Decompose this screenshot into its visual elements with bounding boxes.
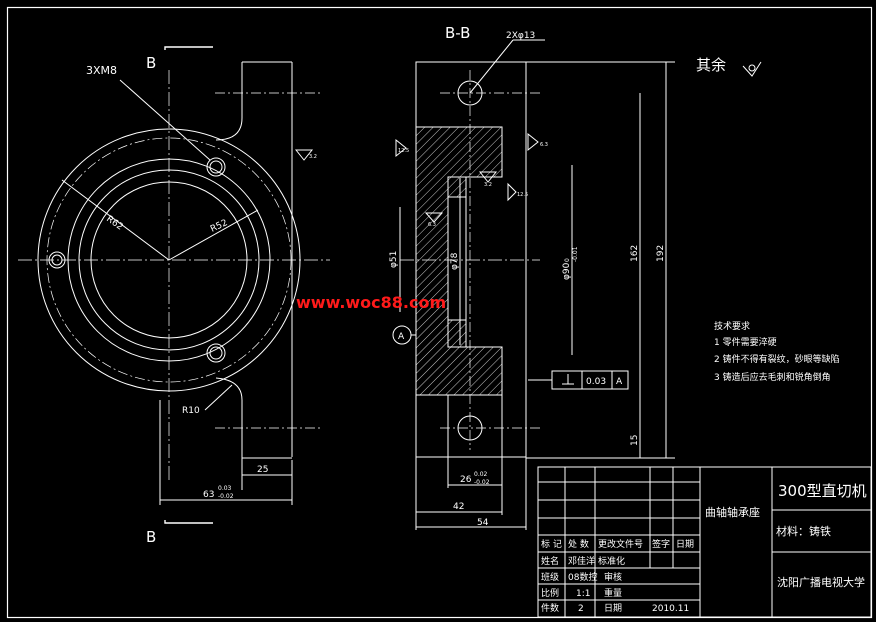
dim-51: φ51: [389, 251, 399, 268]
row-class-label: 班级: [541, 571, 559, 583]
row-qty-date: 2010.11: [652, 604, 689, 614]
dim-26-tol-lower: -0.02: [474, 479, 490, 486]
row-name-label: 姓名: [541, 555, 559, 567]
dim-90-tol-lower: -0.01: [572, 246, 579, 262]
note-2: 2 铸件不得有裂纹，砂眼等缺陷: [714, 353, 840, 365]
dim-42: 42: [453, 502, 464, 512]
header-count: 处 数: [568, 538, 589, 550]
dim-15: 15: [630, 435, 640, 446]
dim-90-tol-upper: 0: [564, 258, 571, 262]
note-1: 1 零件需要淬硬: [714, 336, 777, 348]
thread-label: 3XM8: [86, 64, 117, 77]
row-class-role: 审核: [604, 571, 622, 583]
part-name: 曲轴轴承座: [705, 505, 760, 519]
roughness-3-2: 3.2: [309, 154, 317, 160]
header-doc: 更改文件号: [598, 538, 643, 550]
roughness-6-3b: 6.3: [428, 222, 436, 228]
product-name: 300型直切机: [778, 482, 867, 500]
front-view: [18, 46, 330, 524]
header-sign: 签字: [652, 538, 670, 550]
datum-a: A: [398, 332, 405, 342]
dim-63-tol-lower: -0.02: [218, 493, 234, 500]
row-qty-role: 日期: [604, 603, 622, 614]
gdt-value: 0.03: [586, 377, 606, 387]
row-class-value: 08数控: [568, 571, 597, 583]
notes-title: 技术要求: [714, 320, 750, 332]
row-scale-role: 重量: [604, 587, 622, 599]
note-3: 3 铸造后应去毛刺和锐角倒角: [714, 371, 831, 383]
roughness-3-2b: 3.2: [484, 182, 492, 188]
row-scale-value: 1:1: [576, 589, 590, 599]
r62-label: R62: [104, 214, 124, 232]
material: 材料：铸铁: [776, 524, 831, 538]
dim-63-tol-upper: 0.03: [218, 485, 232, 492]
drawing-frame: [6, 6, 873, 619]
section-view: [392, 39, 762, 530]
gdt-datum: A: [616, 377, 623, 387]
dim-90: φ90: [562, 262, 572, 280]
dim-78: φ78: [450, 252, 460, 270]
dim-26-tol-upper: 0.02: [474, 471, 488, 478]
watermark: www.woc88.com: [296, 293, 446, 312]
dim-162: 162: [630, 245, 640, 262]
roughness-6-3: 6.3: [540, 142, 548, 148]
row-name-role: 标准化: [598, 555, 625, 567]
school: 沈阳广播电视大学: [777, 575, 865, 589]
section-marker-top: B: [146, 54, 156, 72]
dim-63: 63: [203, 490, 214, 500]
row-qty-label: 件数: [541, 602, 559, 614]
row-scale-label: 比例: [541, 587, 559, 599]
title-block: [537, 466, 872, 618]
dim-54: 54: [477, 518, 489, 528]
roughness-12-5: 12.5: [398, 148, 409, 154]
r10-label: R10: [182, 406, 200, 416]
holes-label: 2Xφ13: [506, 31, 535, 41]
dim-25: 25: [257, 465, 268, 475]
roughness-12-5b: 12.5: [517, 192, 528, 198]
header-date: 日期: [676, 539, 694, 550]
dim-192: 192: [656, 245, 666, 262]
row-qty-value: 2: [578, 604, 584, 614]
rest-roughness-label: 其余: [696, 56, 726, 74]
annotations: B B B-B 3XM8 2Xφ13 R62 R52 R10 25 63 0.0…: [86, 24, 867, 614]
dim-26: 26: [460, 475, 472, 485]
header-mark: 标 记: [541, 538, 562, 550]
section-marker-bottom: B: [146, 528, 156, 546]
section-title: B-B: [445, 24, 470, 42]
row-name-value: 邓佳洋: [568, 555, 595, 567]
